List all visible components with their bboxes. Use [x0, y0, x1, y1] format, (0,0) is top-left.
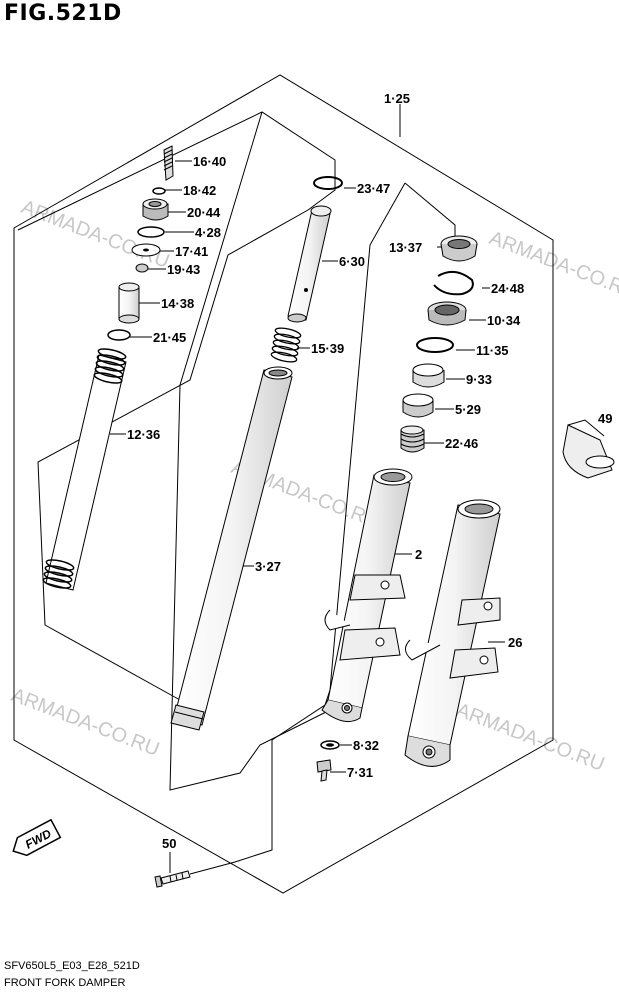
callout-5-29: 5·29: [455, 402, 481, 417]
callout-49: 49: [598, 411, 612, 426]
callout-14-38: 14·38: [161, 296, 194, 311]
frame-top-seal: [404, 182, 456, 240]
callout-1-25: 1·25: [384, 91, 410, 106]
callout-10-34: 10·34: [487, 313, 521, 328]
part-22-46-oil-lock-piece: [400, 425, 425, 453]
part-14-38-spacer: [118, 282, 140, 324]
outer-assembly-frame: [13, 74, 554, 894]
frame-inner-tube: [169, 111, 341, 791]
callout-20-44: 20·44: [187, 205, 221, 220]
part-11-35-washer: [416, 337, 454, 353]
callout-26: 26: [508, 635, 522, 650]
part-20-44-cap-bolt: [142, 198, 169, 221]
frame-bolt: [189, 182, 406, 875]
callout-17-41: 17·41: [175, 244, 208, 259]
callout-21-45: 21·45: [153, 330, 186, 345]
callout-7-31: 7·31: [347, 765, 373, 780]
callout-22-46: 22·46: [445, 436, 478, 451]
assembly-frames: [13, 74, 554, 894]
figure-title: FIG.521D: [4, 1, 122, 26]
part-3-27-inner-tube: [170, 366, 293, 731]
part-6-30-damper-rod: [287, 205, 332, 323]
callout-19-43: 19·43: [167, 262, 200, 277]
callout-12-36: 12·36: [127, 427, 160, 442]
part-26-outer-tube-right: [404, 499, 501, 767]
callout-24-48: 24·48: [491, 281, 524, 296]
callout-9-33: 9·33: [466, 372, 492, 387]
callout-18-42: 18·42: [183, 183, 216, 198]
part-15-39-rebound-spring: [270, 327, 302, 363]
part-19-43-nut: [135, 263, 149, 273]
part-12-36-fork-spring: [42, 348, 127, 591]
part-21-45-seat: [107, 329, 131, 341]
part-13-37-dust-seal: [440, 235, 478, 262]
part-16-40-adjuster-rod: [163, 145, 174, 181]
callout-13-37: 13·37: [389, 240, 422, 255]
callout-3-27: 3·27: [255, 559, 281, 574]
part-49-protector: [562, 419, 615, 479]
part-23-47-ring: [313, 176, 343, 190]
part-24-48-stopper-ring: [433, 270, 474, 296]
callout-16-40: 16·40: [193, 154, 226, 169]
part-17-41-washer: [131, 243, 161, 257]
callout-50: 50: [162, 836, 176, 851]
part-2-outer-tube-left: [321, 468, 413, 723]
callout-6-30: 6·30: [339, 254, 365, 269]
part-8-32-gasket: [320, 740, 340, 750]
part-5-29-bushing: [402, 393, 434, 418]
part-10-34-oil-seal: [427, 301, 467, 326]
leader-lines: [110, 104, 505, 873]
callout-11-35: 11·35: [476, 343, 509, 358]
frame-cartridge: [17, 111, 336, 701]
part-9-33-bushing: [412, 363, 445, 388]
callout-labels: 1·25 16·40 18·42 20·44 4·28 17·41 19·43 …: [127, 91, 612, 851]
callout-2: 2: [415, 547, 422, 562]
callout-23-47: 23·47: [357, 181, 390, 196]
part-18-42-o-ring: [152, 187, 166, 195]
part-7-31-bolt: [316, 759, 332, 782]
callout-15-39: 15·39: [311, 341, 344, 356]
footer-figure-code: SFV650L5_E03_E28_521D: [4, 960, 140, 972]
callout-4-28: 4·28: [195, 225, 221, 240]
fwd-arrow-icon: FWD: [12, 818, 62, 857]
watermark: ARMADA-CO.RU: [453, 699, 607, 776]
footer-figure-name: FRONT FORK DAMPER: [4, 977, 126, 989]
part-50-bolt: [154, 870, 191, 888]
callout-8-32: 8·32: [353, 738, 379, 753]
part-4-28-o-ring: [137, 226, 165, 238]
